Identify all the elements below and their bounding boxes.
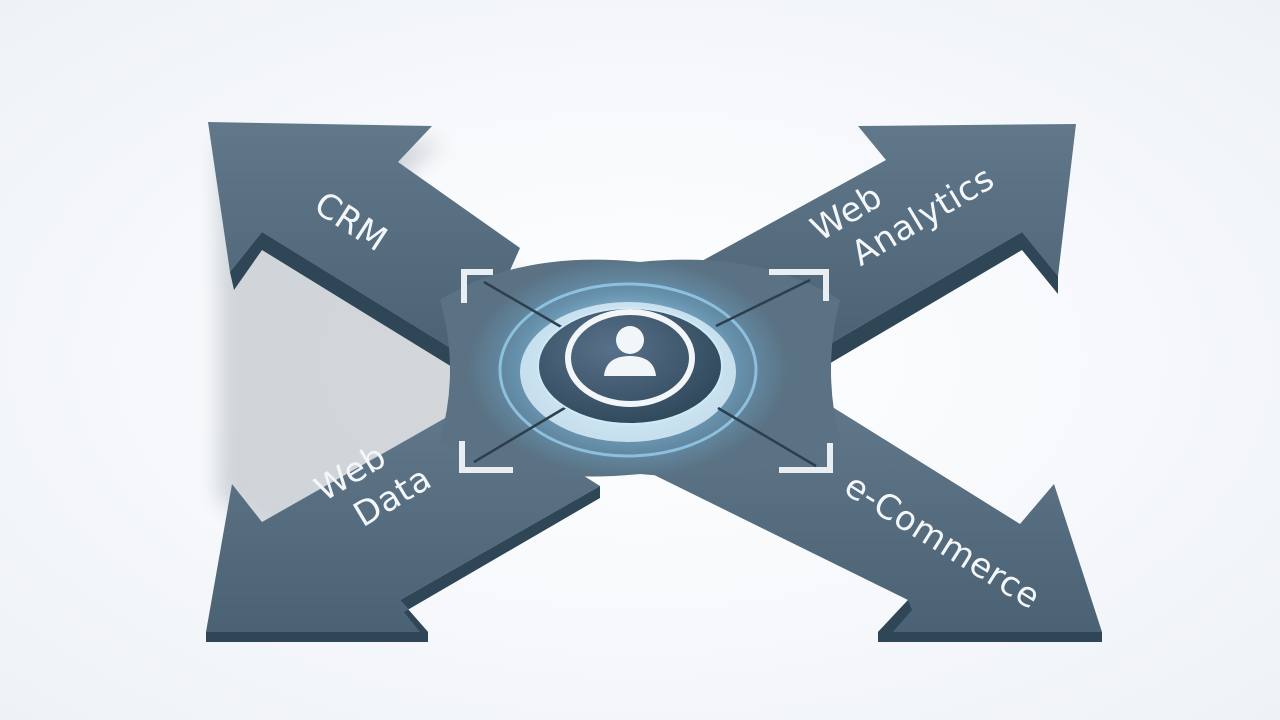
corner-brackets xyxy=(459,269,833,473)
hub xyxy=(537,307,723,425)
connector-web-data xyxy=(473,404,569,464)
connector-crm xyxy=(483,280,571,334)
connector-web-analytics xyxy=(715,278,811,328)
bracket-top-right xyxy=(769,269,829,301)
hub-ring-outer xyxy=(498,282,758,458)
connector-lines xyxy=(473,278,817,468)
user-icon xyxy=(604,326,656,376)
bracket-bottom-left xyxy=(459,441,513,473)
connector-e-commerce xyxy=(717,406,817,468)
bracket-bottom-right xyxy=(779,443,833,473)
bracket-top-left xyxy=(461,269,493,303)
